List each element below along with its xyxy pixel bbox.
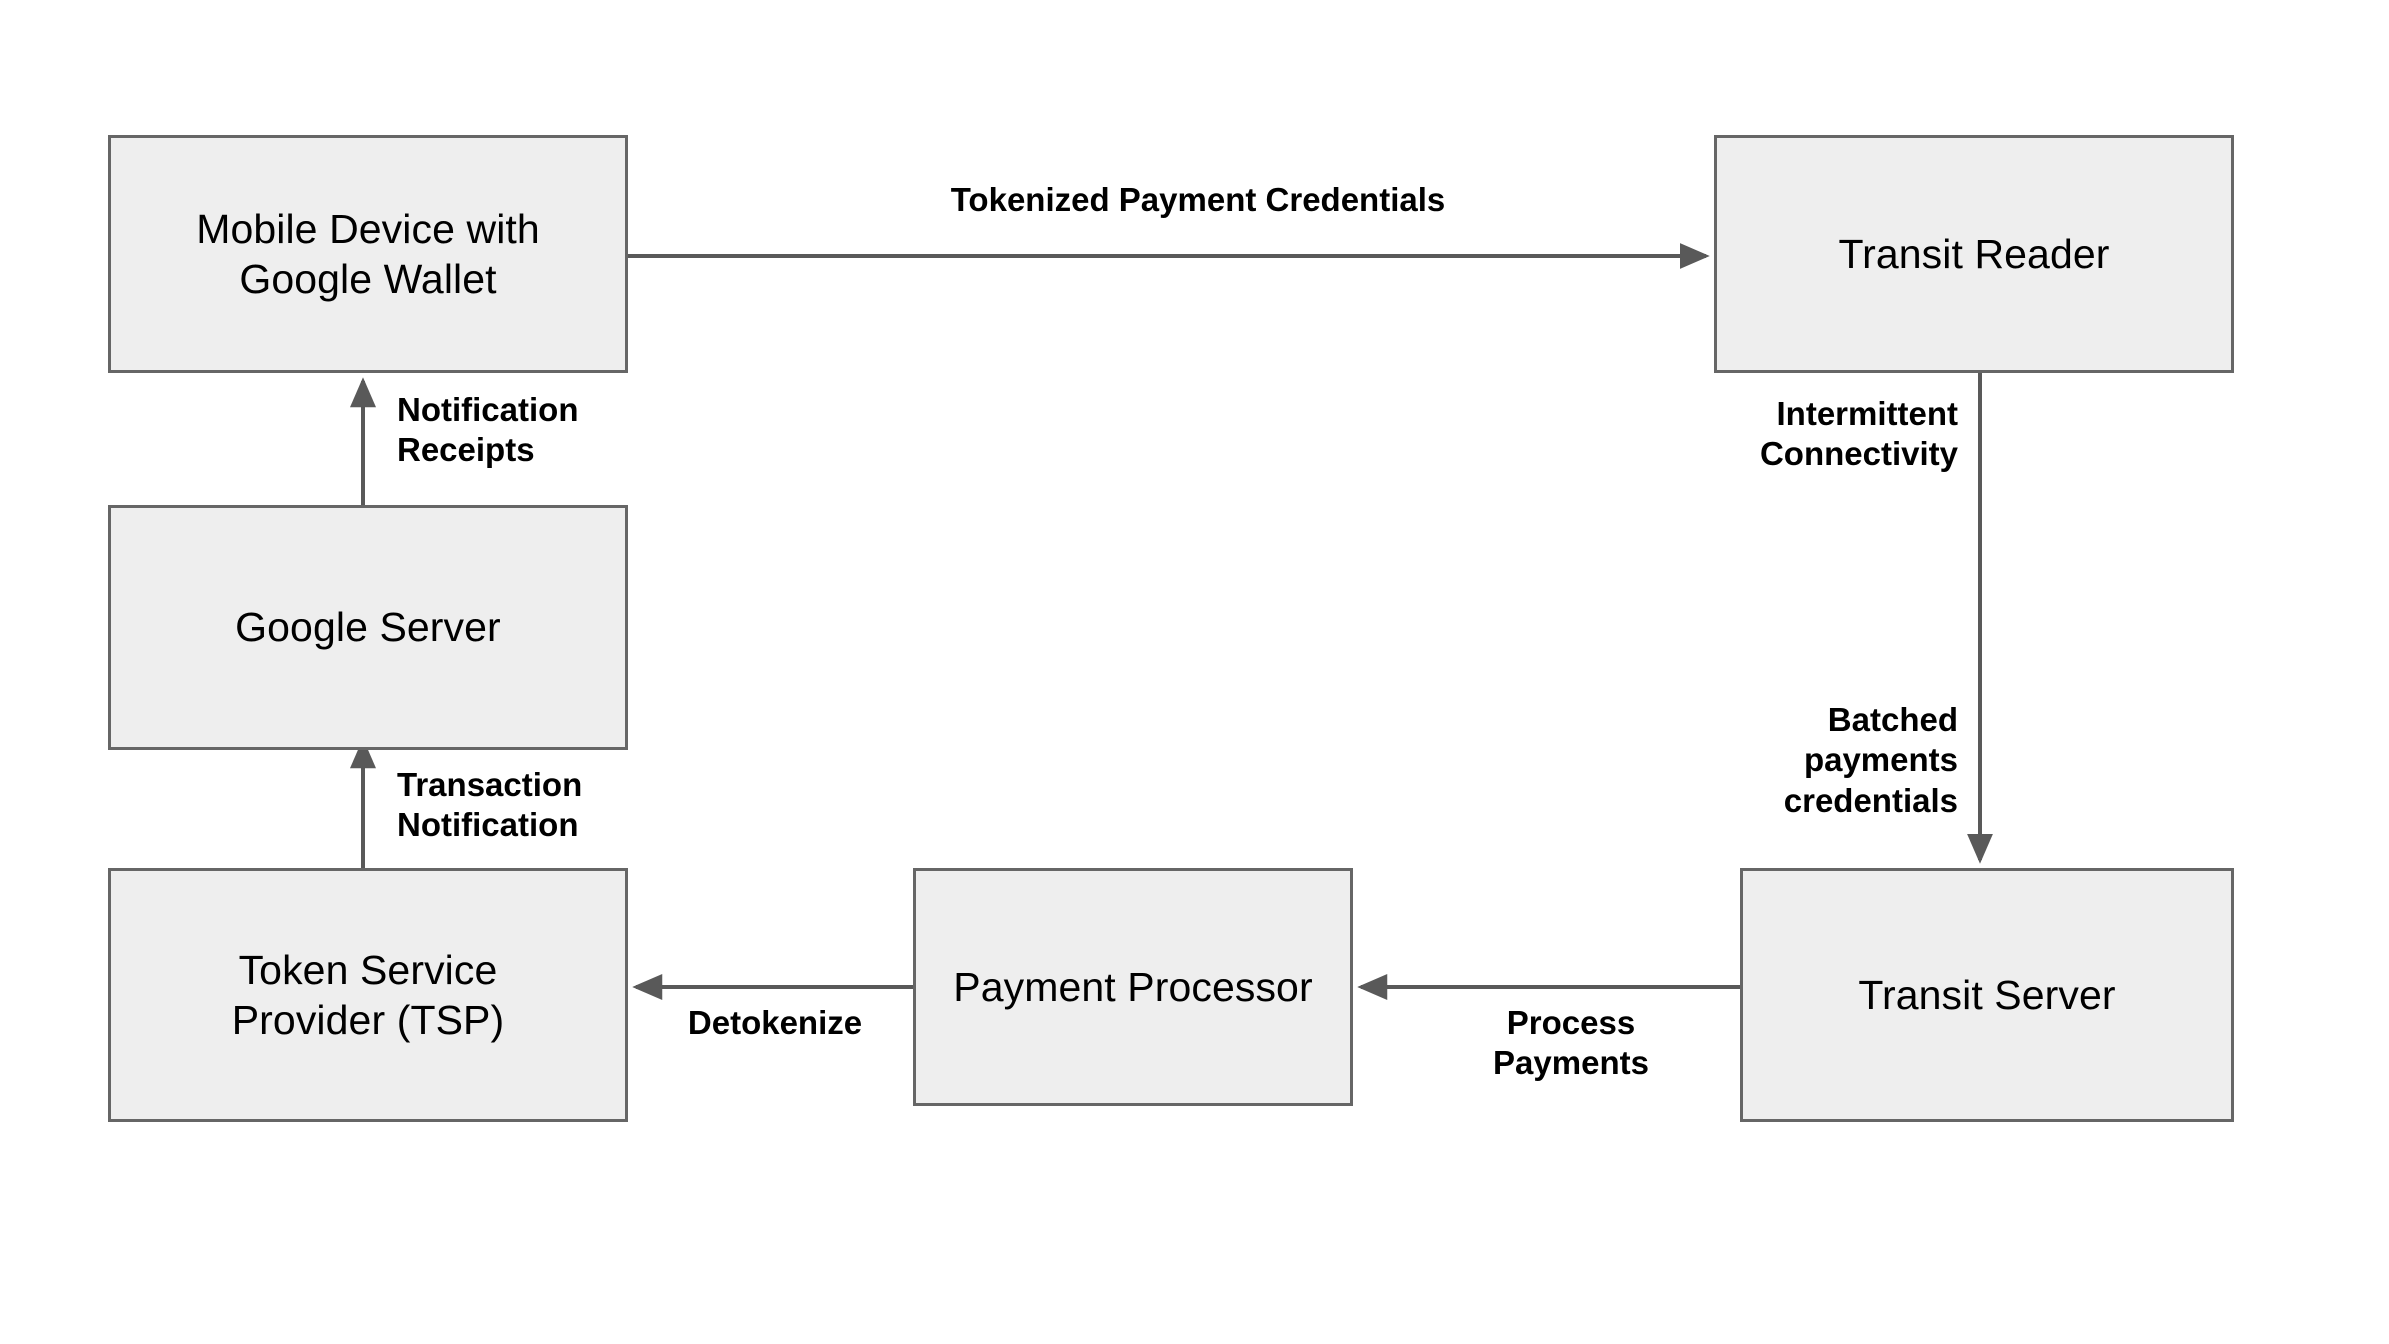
node-payment-processor-label: Payment Processor	[953, 963, 1313, 1010]
node-transit-reader[interactable]: Transit Reader	[1714, 135, 2234, 373]
node-google-server-label: Google Server	[235, 604, 501, 651]
edge-label-tokenized-payment-credentials: Tokenized Payment Credentials	[950, 181, 1446, 218]
node-token-service-provider[interactable]: Token Service Provider (TSP)	[108, 868, 628, 1122]
edge-label-batched-payments-credentials: Batched payments credentials	[1783, 701, 1958, 819]
node-mobile-device[interactable]: Mobile Device with Google Wallet	[108, 135, 628, 373]
node-transit-server[interactable]: Transit Server	[1740, 868, 2234, 1122]
edge-label-notification-receipts: Notification Receipts	[397, 391, 579, 469]
node-transit-reader-label: Transit Reader	[1838, 230, 2110, 277]
node-payment-processor[interactable]: Payment Processor	[913, 868, 1353, 1106]
node-mobile-device-label: Mobile Device with Google Wallet	[196, 205, 540, 302]
edge-label-transaction-notification: Transaction Notification	[397, 766, 583, 844]
edge-label-intermittent-connectivity: Intermittent Connectivity	[1759, 395, 1958, 473]
edge-label-detokenize: Detokenize	[687, 1004, 863, 1041]
node-token-service-provider-label: Token Service Provider (TSP)	[231, 946, 505, 1043]
node-google-server[interactable]: Google Server	[108, 505, 628, 750]
edge-label-process-payments: Process Payments	[1493, 1004, 1649, 1082]
node-transit-server-label: Transit Server	[1858, 971, 2116, 1018]
